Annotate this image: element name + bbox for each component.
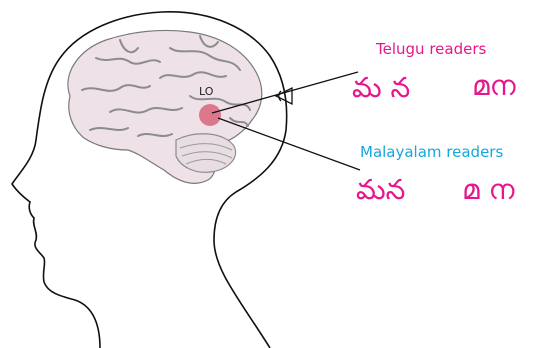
telugu-script-word-2: మన — [356, 176, 405, 204]
malayalam-readers-label: Malayalam readers — [360, 143, 503, 161]
malayalam-sightline — [218, 118, 360, 170]
malayalam-script-word-2: മ ന — [462, 176, 514, 204]
lo-region — [199, 104, 221, 126]
cerebellum — [176, 134, 236, 173]
malayalam-script-word: മന — [472, 72, 516, 100]
telugu-script-word: మ న — [352, 74, 410, 102]
lo-label: LO — [199, 85, 213, 98]
telugu-readers-label: Telugu readers — [376, 40, 486, 58]
